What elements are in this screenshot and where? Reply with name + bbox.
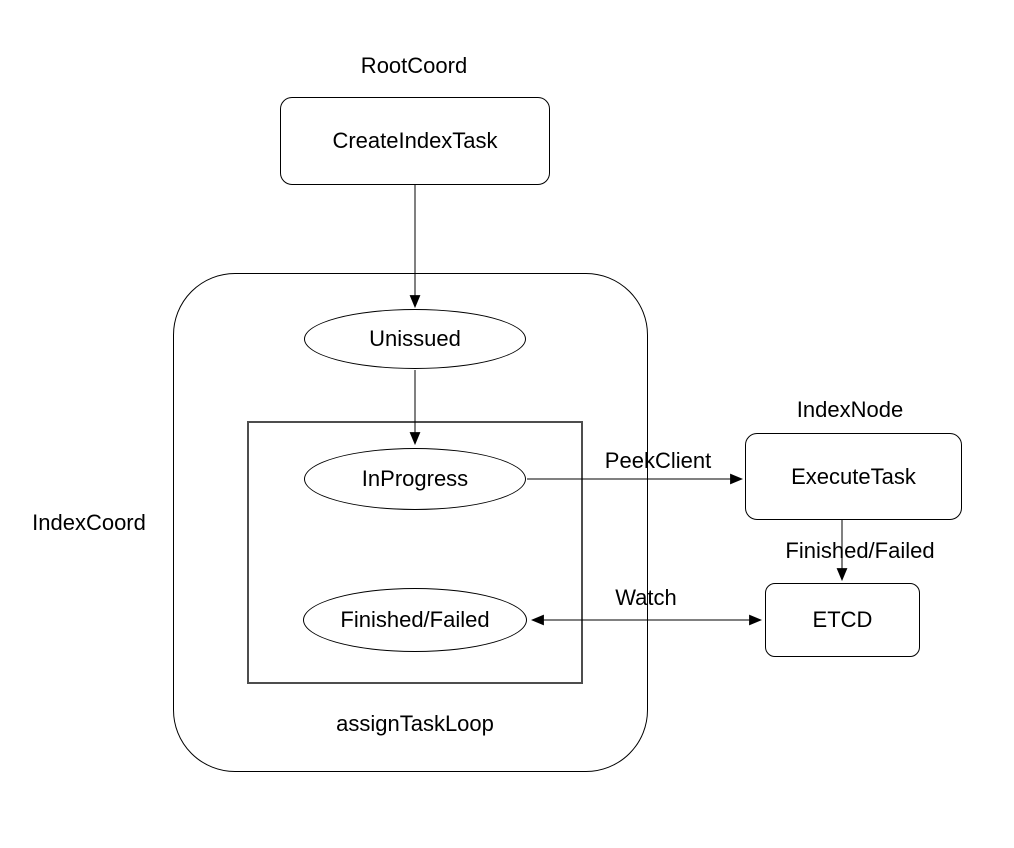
finished-failed-state-node: Finished/Failed (303, 588, 527, 652)
in-progress-state-node: InProgress (304, 448, 526, 510)
assign-task-loop-label: assignTaskLoop (336, 711, 494, 736)
index-coord-label: IndexCoord (32, 510, 146, 535)
create-index-task-node: CreateIndexTask (280, 97, 550, 185)
etcd-node: ETCD (765, 583, 920, 657)
execute-task-node: ExecuteTask (745, 433, 962, 520)
unissued-state-node: Unissued (304, 309, 526, 369)
root-coord-label: RootCoord (360, 53, 468, 78)
peek-client-edge-label: PeekClient (604, 448, 712, 473)
index-node-label: IndexNode (796, 397, 904, 422)
finished-failed-edge-label: Finished/Failed (785, 538, 935, 563)
watch-edge-label: Watch (615, 585, 677, 610)
index-coord-container (173, 273, 648, 772)
